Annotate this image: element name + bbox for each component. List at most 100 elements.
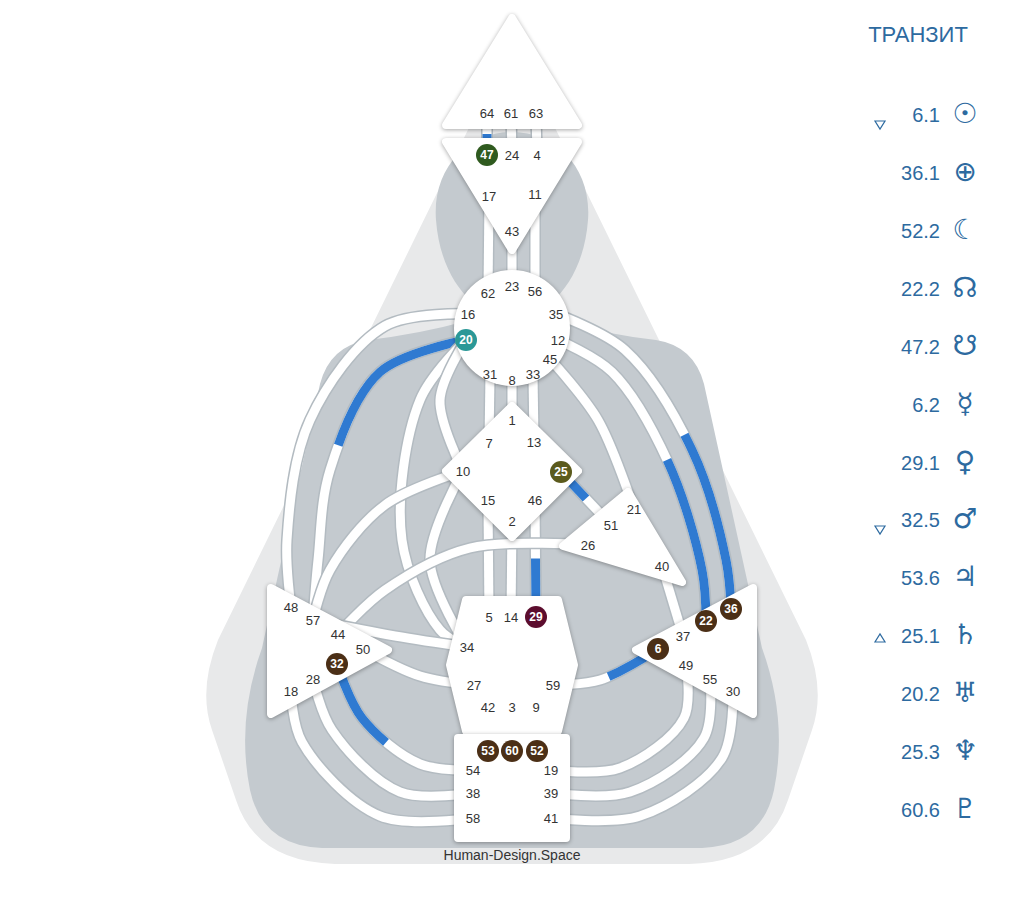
gate-number: 8 xyxy=(508,374,515,387)
gate-number: 35 xyxy=(549,308,563,321)
gate-number: 63 xyxy=(529,107,543,120)
gate-number: 6 xyxy=(647,638,669,660)
center-fill xyxy=(446,18,578,125)
gate-number: 45 xyxy=(543,353,557,366)
transit-value: 20.2 xyxy=(858,684,940,704)
center-shape: 536052541938395841 xyxy=(454,734,570,842)
gate-number: 55 xyxy=(703,673,717,686)
transit-value: 53.6 xyxy=(858,568,940,588)
gate-number: 52 xyxy=(526,740,548,762)
gate-number: 30 xyxy=(726,685,740,698)
gate-number: 47 xyxy=(476,144,498,166)
center-fill xyxy=(450,600,574,731)
center-shape: 21512640 xyxy=(559,488,686,586)
gate-number: 49 xyxy=(679,659,693,672)
gate-number: 25 xyxy=(550,461,572,483)
channel-edge xyxy=(313,340,466,620)
channel-edge xyxy=(558,340,706,621)
center-shape: 622356163520124531833 xyxy=(450,266,574,390)
planet-symbol: ♃ xyxy=(944,563,986,591)
gate-number: 40 xyxy=(655,560,669,573)
planet-symbol: ⊕ xyxy=(944,158,986,186)
transit-value: 6.1 xyxy=(858,105,940,125)
planet-symbol: ♂ xyxy=(944,505,986,533)
gate-number: 10 xyxy=(456,465,470,478)
center-shape: 48574450322818 xyxy=(267,584,392,718)
planet-symbol: ♄ xyxy=(944,621,986,649)
gate-number: 31 xyxy=(483,368,497,381)
gate-number: 46 xyxy=(528,494,542,507)
planet-symbol: ♆ xyxy=(944,737,986,765)
active-half xyxy=(313,340,466,620)
channel-fill xyxy=(558,340,706,621)
channel xyxy=(558,340,706,621)
gate-number: 60 xyxy=(501,740,523,762)
gate-number: 5 xyxy=(485,611,492,624)
channel-fill xyxy=(291,691,473,822)
gate-number: 43 xyxy=(505,225,519,238)
channel-edge xyxy=(291,691,473,822)
gate-number: 62 xyxy=(481,287,495,300)
planet-symbol: ☾ xyxy=(944,216,986,244)
gate-number: 21 xyxy=(627,503,641,516)
gate-number: 15 xyxy=(481,494,495,507)
center-fill xyxy=(636,588,753,714)
gate-number: 34 xyxy=(460,641,474,654)
center-fill xyxy=(446,406,578,537)
transit-value: 29.1 xyxy=(858,453,940,473)
gate-number: 50 xyxy=(356,643,370,656)
down-marker xyxy=(875,121,885,129)
gate-number: 23 xyxy=(505,280,519,293)
gate-number: 32 xyxy=(326,653,348,675)
transit-value: 25.3 xyxy=(858,742,940,762)
center-fill xyxy=(446,142,578,250)
watermark: Human-Design.Space xyxy=(412,848,612,862)
gate-number: 16 xyxy=(461,308,475,321)
planet-symbol: ☿ xyxy=(944,390,986,418)
center-fill xyxy=(271,588,388,714)
panel-title: ТРАНЗИТ xyxy=(866,24,970,46)
aura-cone xyxy=(206,40,818,864)
gate-number: 19 xyxy=(544,764,558,777)
channel-edge xyxy=(551,679,711,796)
channel-fill xyxy=(551,679,711,796)
planet-symbol: ☊ xyxy=(944,274,986,302)
gate-number: 28 xyxy=(306,673,320,686)
center-shape: 3622 37 6 49 55 30 xyxy=(632,584,757,718)
transit-markers xyxy=(875,121,885,642)
gate-number: 61 xyxy=(504,107,518,120)
channel-fill xyxy=(551,691,733,821)
gate-number: 56 xyxy=(528,285,542,298)
planet-symbol: ♇ xyxy=(944,795,986,823)
gate-number: 12 xyxy=(551,334,565,347)
gate-number: 29 xyxy=(525,606,547,628)
gate-number: 17 xyxy=(482,190,496,203)
center-fill xyxy=(563,492,682,582)
channel xyxy=(291,691,473,822)
down-marker xyxy=(875,526,885,534)
gate-number: 14 xyxy=(504,611,518,624)
active-half xyxy=(558,340,706,621)
gate-number: 11 xyxy=(528,188,542,201)
gate-number: 37 xyxy=(676,630,690,643)
gate-number: 22 xyxy=(695,610,717,632)
planet-symbol: ♀ xyxy=(944,448,986,476)
up-marker xyxy=(875,634,885,642)
channel xyxy=(551,691,733,821)
gate-number: 57 xyxy=(306,614,320,627)
gate-number: 64 xyxy=(480,107,494,120)
gate-number: 44 xyxy=(331,628,345,641)
gate-number: 24 xyxy=(505,149,519,162)
gate-number: 41 xyxy=(544,812,558,825)
gate-number: 4 xyxy=(533,149,540,162)
planet-symbol: ☉ xyxy=(944,100,986,128)
gate-number: 36 xyxy=(720,598,742,620)
gate-number: 58 xyxy=(466,812,480,825)
gate-number: 20 xyxy=(455,329,477,351)
channel xyxy=(551,679,711,796)
transit-value: 52.2 xyxy=(858,221,940,241)
channel-fill xyxy=(313,340,466,620)
transit-value: 32.5 xyxy=(858,510,940,530)
transit-value: 6.2 xyxy=(858,395,940,415)
